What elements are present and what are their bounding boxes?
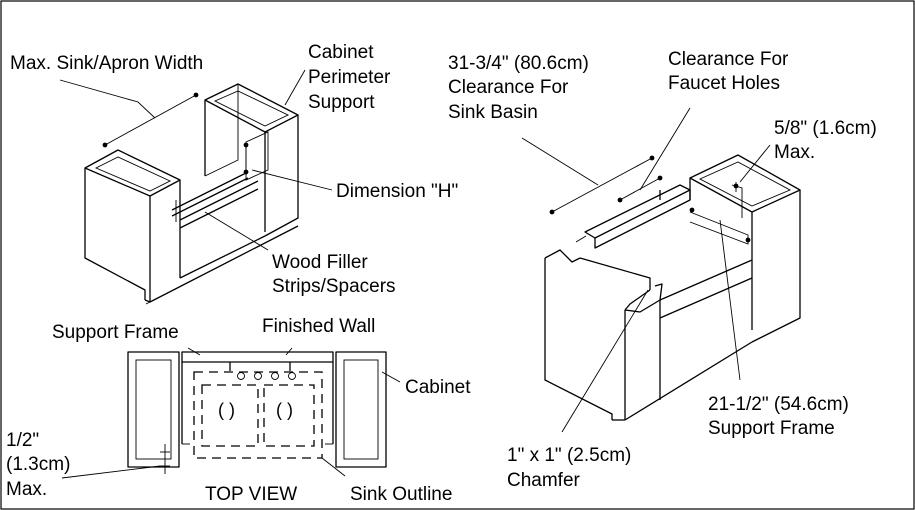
support-frame-isometric-right bbox=[521, 107, 801, 433]
label-chamfer-2: Chamfer bbox=[507, 470, 581, 491]
label-wood-filler-2: Strips/Spacers bbox=[272, 276, 396, 297]
label-finished-wall: Finished Wall bbox=[262, 316, 375, 337]
label-cabinet-perimeter-support-3: Support bbox=[308, 92, 375, 113]
label-cabinet: Cabinet bbox=[405, 377, 471, 398]
label-cabinet-perimeter-support-2: Perimeter bbox=[308, 67, 391, 88]
label-half-inch-2: (1.3cm) bbox=[6, 454, 70, 475]
label-faucet-clearance-1: Clearance For bbox=[668, 49, 789, 70]
top-view-plan: ( ) ( ) bbox=[61, 347, 401, 479]
label-dimension-h: Dimension "H" bbox=[336, 181, 458, 202]
label-faucet-clearance-2: Faucet Holes bbox=[668, 73, 780, 94]
svg-text:( ): ( ) bbox=[276, 400, 293, 420]
label-half-inch-1: 1/2" bbox=[6, 430, 39, 451]
svg-text:( ): ( ) bbox=[218, 400, 235, 420]
label-support-frame-top: Support Frame bbox=[52, 322, 179, 343]
label-basin-clearance-1: 31-3/4" (80.6cm) bbox=[448, 53, 589, 74]
label-support-frame-dim-2: Support Frame bbox=[708, 418, 835, 439]
label-cabinet-perimeter-support-1: Cabinet bbox=[308, 42, 374, 63]
label-support-frame-dim-1: 21-1/2" (54.6cm) bbox=[708, 394, 849, 415]
label-five-eighths-2: Max. bbox=[774, 142, 815, 163]
label-wood-filler-1: Wood Filler bbox=[272, 252, 368, 273]
label-basin-clearance-3: Sink Basin bbox=[448, 102, 538, 123]
label-sink-outline: Sink Outline bbox=[350, 484, 452, 505]
cabinet-isometric-left bbox=[59, 69, 333, 305]
label-half-inch-3: Max. bbox=[6, 479, 47, 500]
label-basin-clearance-2: Clearance For bbox=[448, 77, 569, 98]
label-max-sink-apron-width: Max. Sink/Apron Width bbox=[10, 53, 203, 74]
label-top-view: TOP VIEW bbox=[205, 484, 297, 505]
label-five-eighths-1: 5/8" (1.6cm) bbox=[774, 118, 877, 139]
label-chamfer-1: 1" x 1" (2.5cm) bbox=[507, 445, 631, 466]
